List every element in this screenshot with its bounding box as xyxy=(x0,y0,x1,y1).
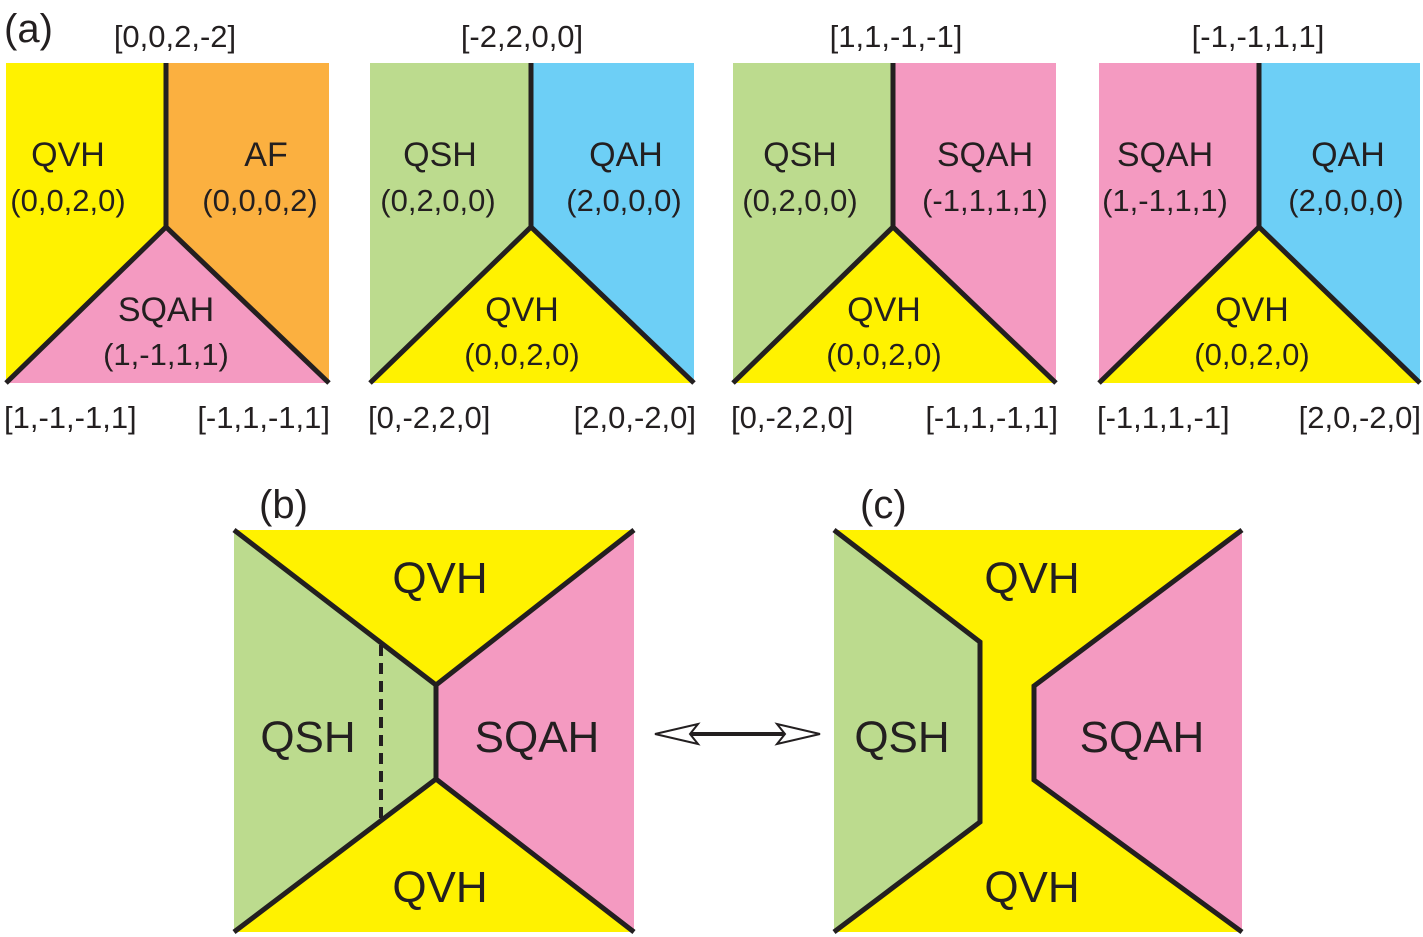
bottom-right-boundary-label: [2,0,-2,0] xyxy=(574,400,696,435)
bottom-region-vector: (0,0,2,0) xyxy=(1194,337,1309,372)
junction-panel-4: [-1,-1,1,1] [-1,1,1,-1] [2,0,-2,0] SQAH … xyxy=(1097,19,1422,435)
junction-panel-1: [0,0,2,-2] [1,-1,-1,1] [-1,1,-1,1] QVH (… xyxy=(4,19,331,435)
region-right xyxy=(1034,530,1242,932)
bottom-left-boundary-label: [0,-2,2,0] xyxy=(368,400,490,435)
top-boundary-label: [0,0,2,-2] xyxy=(114,19,236,54)
junction-panel-2: [-2,2,0,0] [0,-2,2,0] [2,0,-2,0] QSH (0,… xyxy=(368,19,696,435)
phase-boundary xyxy=(731,223,1058,385)
region-left xyxy=(733,63,893,383)
right-region-name: AF xyxy=(244,136,287,174)
right-region-vector: (2,0,0,0) xyxy=(566,183,681,218)
top-region-name: QVH xyxy=(984,554,1079,603)
right-region-name: QAH xyxy=(589,136,663,174)
phase-boundary xyxy=(4,223,331,385)
left-region-vector: (0,2,0,0) xyxy=(742,183,857,218)
region-bottom xyxy=(733,227,1056,383)
right-region-vector: (2,0,0,0) xyxy=(1288,183,1403,218)
panel-b-label: (b) xyxy=(259,483,308,527)
left-region-vector: (0,0,2,0) xyxy=(10,183,125,218)
region-right xyxy=(436,530,634,932)
phase-boundary xyxy=(1031,528,1244,935)
region-right xyxy=(531,63,694,383)
region-right xyxy=(893,63,1056,383)
region-bottom xyxy=(370,227,694,383)
left-region-name: SQAH xyxy=(1117,136,1213,174)
region-bottom xyxy=(1099,227,1420,383)
region-right xyxy=(166,63,329,383)
top-boundary-label: [-2,2,0,0] xyxy=(461,19,583,54)
bottom-region-name: QVH xyxy=(984,863,1079,912)
junction-panel-3: [1,1,-1,-1] [0,-2,2,0] [-1,1,-1,1] QSH (… xyxy=(731,19,1058,435)
left-region-name: QVH xyxy=(31,136,105,174)
bottom-right-boundary-label: [2,0,-2,0] xyxy=(1299,400,1421,435)
bottom-region-vector: (0,0,2,0) xyxy=(464,337,579,372)
left-region-name: QSH xyxy=(763,136,837,174)
bottom-region-name: QVH xyxy=(485,291,559,329)
phase-boundary xyxy=(232,775,636,934)
bottom-region-vector: (1,-1,1,1) xyxy=(103,337,229,372)
bottom-right-boundary-label: [-1,1,-1,1] xyxy=(925,400,1058,435)
right-region-name: SQAH xyxy=(937,136,1033,174)
phase-boundary xyxy=(832,528,983,934)
bottom-region-name: QVH xyxy=(392,863,487,912)
region-left xyxy=(834,530,980,932)
top-boundary-label: [-1,-1,1,1] xyxy=(1192,19,1325,54)
right-region-name: QAH xyxy=(1311,136,1385,174)
region-left xyxy=(6,63,166,383)
panel-b-diagram: QVH QVH QSH SQAH xyxy=(232,528,636,934)
left-region-name: QSH xyxy=(403,136,477,174)
bottom-left-boundary-label: [-1,1,1,-1] xyxy=(1097,400,1230,435)
top-boundary-label: [1,1,-1,-1] xyxy=(830,19,963,54)
region-bottom xyxy=(6,227,329,383)
panel-c-label: (c) xyxy=(860,483,907,527)
bottom-region-vector: (0,0,2,0) xyxy=(826,337,941,372)
bottom-region-name: SQAH xyxy=(118,291,214,329)
right-region-name: SQAH xyxy=(475,713,600,762)
region-right xyxy=(1259,63,1420,383)
left-region-name: QSH xyxy=(260,713,355,762)
region-left xyxy=(1099,63,1259,383)
bottom-left-boundary-label: [0,-2,2,0] xyxy=(731,400,853,435)
panel-a-label: (a) xyxy=(4,7,53,51)
right-region-vector: (0,0,0,2) xyxy=(202,183,317,218)
panel-c-diagram: QVH QVH QSH SQAH xyxy=(832,528,1244,935)
region-left xyxy=(370,63,531,383)
left-region-vector: (1,-1,1,1) xyxy=(1102,183,1228,218)
phase-boundary xyxy=(1097,223,1422,385)
bottom-right-boundary-label: [-1,1,-1,1] xyxy=(197,400,330,435)
double-headed-arrow-icon xyxy=(654,722,821,746)
bottom-region-name: QVH xyxy=(1215,291,1289,329)
bottom-region-name: QVH xyxy=(847,291,921,329)
top-region-name: QVH xyxy=(392,554,487,603)
phase-boundary xyxy=(368,223,696,385)
right-region-name: SQAH xyxy=(1080,713,1205,762)
left-region-name: QSH xyxy=(854,713,949,762)
left-region-vector: (0,2,0,0) xyxy=(380,183,495,218)
region-left xyxy=(234,530,436,932)
bottom-left-boundary-label: [1,-1,-1,1] xyxy=(4,400,137,435)
right-region-vector: (-1,1,1,1) xyxy=(922,183,1048,218)
